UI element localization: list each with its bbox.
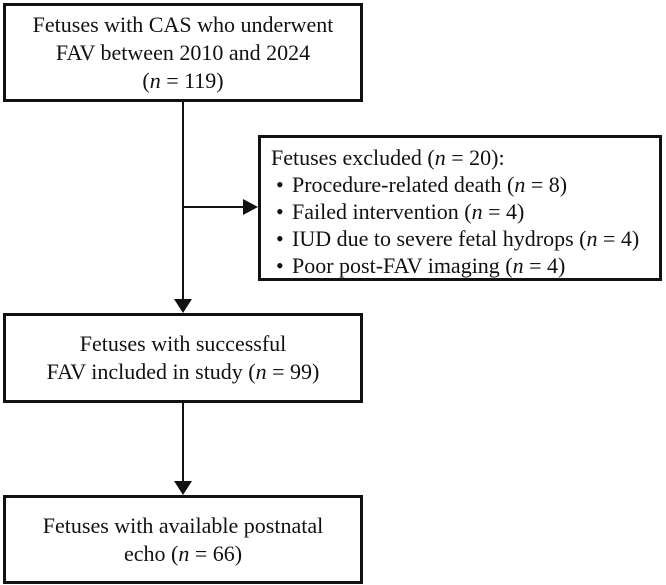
arrowhead-down-icon bbox=[174, 299, 192, 313]
included-line-2: FAV included in study (n = 99) bbox=[46, 359, 320, 384]
bullet-icon: • bbox=[276, 199, 284, 224]
cohort-line-1: Fetuses with CAS who underwent bbox=[32, 11, 334, 37]
excluded-bullet-4-text: Poor post-FAV imaging (n = 4) bbox=[292, 253, 566, 278]
bullet-icon: • bbox=[276, 253, 284, 278]
excluded-bullet-3-text: IUD due to severe fetal hydrops (n = 4) bbox=[292, 226, 640, 251]
excluded-bullet-3: • IUD due to severe fetal hydrops (n = 4… bbox=[271, 225, 655, 252]
box-postnatal-echo: Fetuses with available postnatal echo (n… bbox=[3, 495, 363, 584]
box-included-in-study: Fetuses with successful FAV included in … bbox=[3, 313, 363, 403]
bullet-icon: • bbox=[276, 172, 284, 197]
box-excluded: Fetuses excluded (n = 20): • Procedure-r… bbox=[258, 135, 662, 281]
connector-cohort-to-included bbox=[182, 101, 184, 301]
box-initial-cohort: Fetuses with CAS who underwent FAV betwe… bbox=[3, 3, 363, 102]
postnatal-line-1: Fetuses with available postnatal bbox=[42, 512, 324, 538]
excluded-bullet-2: • Failed intervention (n = 4) bbox=[271, 198, 655, 225]
excluded-title: Fetuses excluded (n = 20): bbox=[271, 145, 505, 170]
excluded-bullet-1-text: Procedure-related death (n = 8) bbox=[292, 172, 568, 197]
arrowhead-right-icon bbox=[243, 199, 258, 215]
connector-branch-to-excluded bbox=[183, 206, 244, 208]
excluded-bullet-1: • Procedure-related death (n = 8) bbox=[271, 171, 655, 198]
excluded-bullet-4: • Poor post-FAV imaging (n = 4) bbox=[271, 252, 655, 279]
included-line-1: Fetuses with successful bbox=[79, 331, 287, 356]
excluded-bullet-2-text: Failed intervention (n = 4) bbox=[292, 199, 525, 224]
bullet-icon: • bbox=[276, 226, 284, 251]
cohort-line-3: (n = 119) bbox=[142, 67, 224, 93]
postnatal-line-2: echo (n = 66) bbox=[123, 540, 243, 566]
cohort-line-2: FAV between 2010 and 2024 bbox=[55, 39, 311, 65]
arrowhead-down-icon bbox=[174, 481, 192, 495]
connector-included-to-postnatal bbox=[182, 402, 184, 482]
